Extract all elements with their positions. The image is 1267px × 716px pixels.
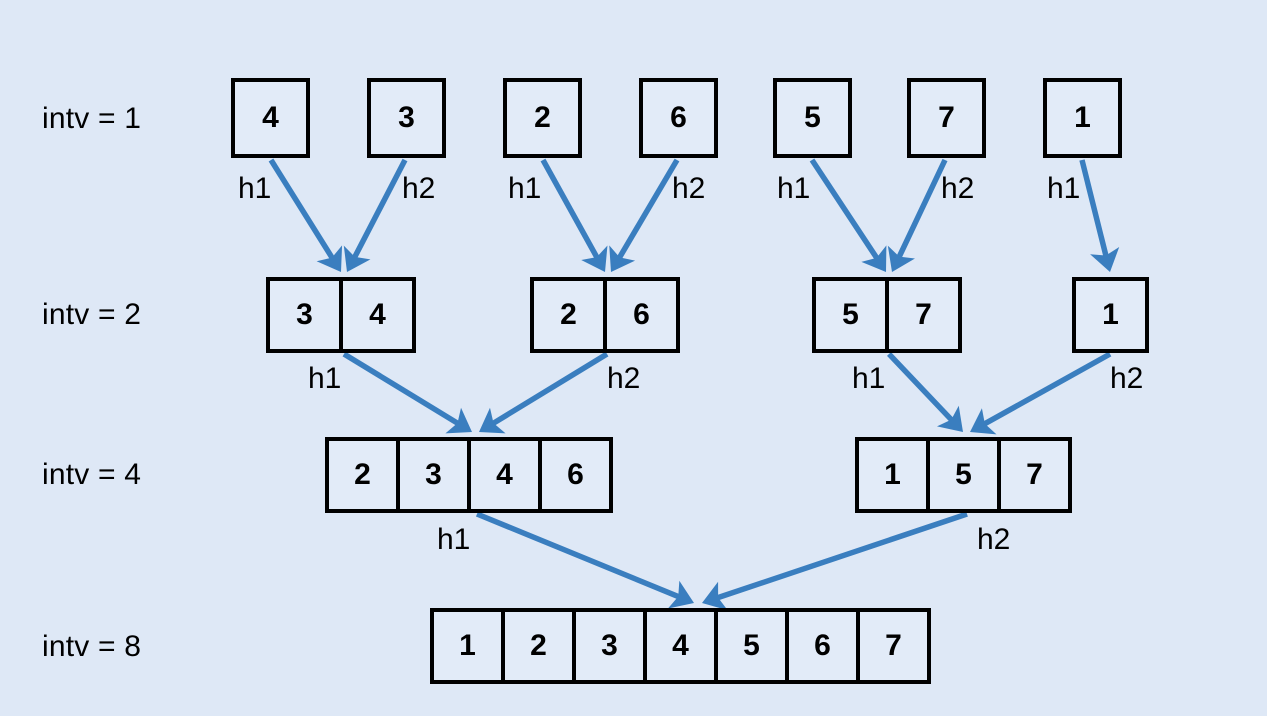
half-pointer-label-h2: h2 — [607, 362, 641, 395]
half-pointer-label-h2: h2 — [1110, 362, 1144, 395]
array-cell: 5 — [926, 437, 1001, 513]
array-cell: 3 — [572, 608, 647, 684]
array-cell: 5 — [714, 608, 789, 684]
arrow-2-to-merge26 — [540, 158, 608, 272]
array-cell: 4 — [231, 78, 310, 158]
arrow-1-to-single1 — [1079, 159, 1120, 272]
array-cell: 5 — [812, 277, 889, 353]
array-cell: 2 — [501, 608, 576, 684]
arrow-single1-to-merge157 — [970, 351, 1112, 435]
array-cell: 4 — [339, 277, 416, 353]
array-cell: 6 — [603, 277, 680, 353]
array-cell: 3 — [266, 277, 343, 353]
arrow-merge26-to-merge2346 — [479, 351, 609, 434]
array-cell: 6 — [785, 608, 860, 684]
arrow-4-to-merge34 — [268, 158, 343, 272]
half-pointer-label-h2: h2 — [977, 523, 1011, 556]
half-pointer-label-h1: h1 — [308, 362, 342, 395]
array-cell: 6 — [639, 78, 718, 158]
arrow-merge34-to-merge2346 — [342, 351, 472, 434]
array-cell: 1 — [1072, 277, 1149, 353]
half-pointer-label-h2: h2 — [941, 172, 975, 205]
arrow-merge157-to-final — [702, 511, 968, 611]
row-label-intv-2: intv = 2 — [42, 298, 142, 331]
array-cell: 6 — [538, 437, 613, 513]
arrow-merge2346-to-final — [475, 511, 694, 609]
row-label-intv-8: intv = 8 — [42, 630, 142, 663]
array-cell: 3 — [396, 437, 471, 513]
array-cell: 1 — [855, 437, 930, 513]
array-cell: 7 — [907, 78, 986, 158]
arrow-5-to-merge57 — [809, 158, 887, 272]
array-cell: 3 — [367, 78, 446, 158]
array-cell: 1 — [430, 608, 505, 684]
row-label-intv-1: intv = 1 — [42, 102, 142, 135]
half-pointer-label-h1: h1 — [508, 172, 542, 205]
half-pointer-label-h1: h1 — [1047, 172, 1081, 205]
half-pointer-label-h1: h1 — [238, 172, 272, 205]
array-cell: 5 — [773, 78, 852, 158]
arrow-6-to-merge26 — [609, 158, 680, 272]
array-cell: 2 — [325, 437, 400, 513]
arrow-7-to-merge57 — [887, 158, 948, 272]
half-pointer-label-h2: h2 — [672, 172, 706, 205]
array-cell: 2 — [530, 277, 607, 353]
arrow-3-to-merge34 — [343, 158, 408, 272]
half-pointer-label-h1: h1 — [777, 172, 811, 205]
row-label-intv-4: intv = 4 — [42, 458, 142, 491]
array-cell: 7 — [997, 437, 1072, 513]
half-pointer-label-h1: h1 — [852, 362, 886, 395]
array-cell: 4 — [467, 437, 542, 513]
array-cell: 4 — [643, 608, 718, 684]
half-pointer-label-h2: h2 — [402, 172, 436, 205]
array-cell: 2 — [503, 78, 582, 158]
array-cell: 7 — [856, 608, 931, 684]
half-pointer-label-h1: h1 — [437, 523, 471, 556]
arrow-merge57-to-merge157 — [887, 352, 963, 432]
array-cell: 1 — [1043, 78, 1122, 158]
array-cell: 7 — [885, 277, 962, 353]
